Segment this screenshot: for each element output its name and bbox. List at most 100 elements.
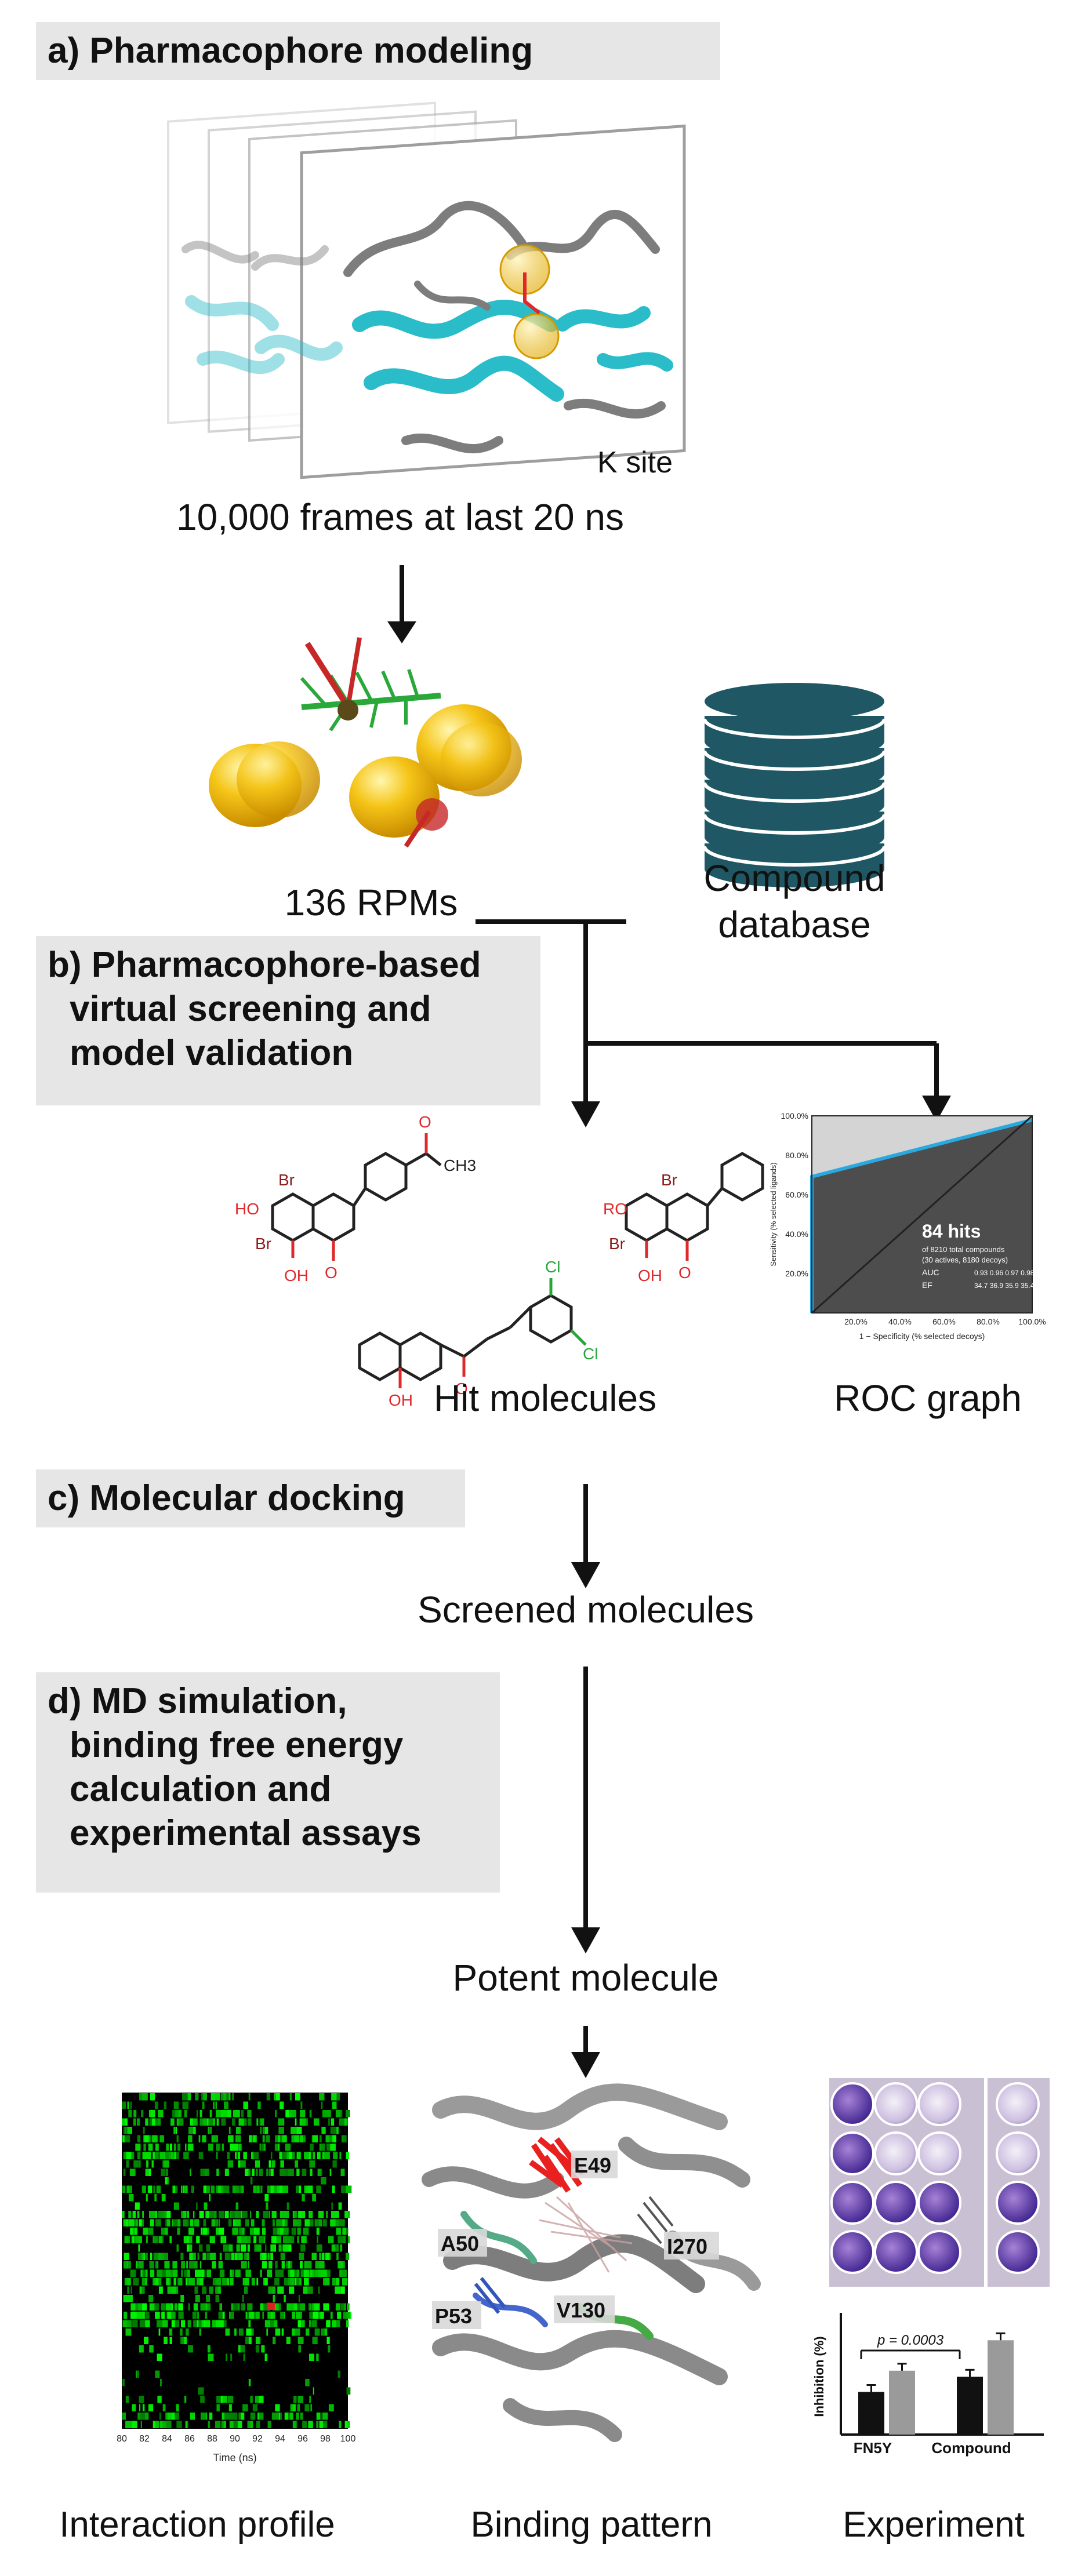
rpms-label: 136 RPMs [284, 882, 458, 923]
heatmap-cell [298, 2185, 300, 2193]
heatmap-cell [265, 2127, 268, 2134]
heatmap-cell [132, 2320, 138, 2327]
heatmap-cell [217, 2320, 219, 2327]
heatmap-cell [339, 2219, 344, 2226]
heatmap-cell [230, 2312, 233, 2319]
heatmap-cell [185, 2144, 187, 2151]
heatmap-cell [132, 2404, 136, 2411]
heatmap-xtick: 94 [275, 2434, 285, 2444]
heatmap-cell [151, 2303, 155, 2311]
heatmap-cell [139, 2261, 144, 2269]
heatmap-cell [205, 2312, 208, 2319]
heatmap-cell [207, 2345, 211, 2353]
heatmap-cell [129, 2169, 136, 2176]
heatmap-cell [311, 2303, 314, 2311]
heatmap-cell [132, 2236, 135, 2243]
heatmap-cell [177, 2228, 180, 2235]
heatmap-cell [286, 2337, 291, 2344]
heatmap-cell [256, 2278, 259, 2286]
bar [988, 2340, 1014, 2435]
heatmap-cell [284, 2219, 288, 2226]
heatmap-cell [196, 2236, 199, 2243]
heatmap-cell [255, 2312, 260, 2319]
heatmap-cell [256, 2211, 259, 2218]
heatmap-cell [279, 2185, 284, 2193]
heatmap-cell [316, 2244, 322, 2252]
heatmap-cell [332, 2160, 337, 2168]
heatmap-cell [173, 2185, 175, 2193]
heatmap-cell [161, 2303, 166, 2311]
heatmap-cell [226, 2353, 227, 2361]
heatmap-cell [241, 2185, 244, 2193]
heatmap-cell [209, 2286, 213, 2294]
heatmap-cell [332, 2135, 334, 2142]
heatmap-cell [159, 2421, 163, 2428]
heatmap-cell [180, 2253, 183, 2260]
heatmap-cell [248, 2261, 249, 2269]
heatmap-cell [290, 2278, 295, 2286]
bar [957, 2377, 983, 2435]
heatmap-cell [286, 2261, 289, 2269]
heatmap-cell [144, 2228, 149, 2235]
heatmap-cell [139, 2320, 146, 2327]
heatmap-cell [317, 2169, 321, 2176]
heatmap-cell [183, 2219, 189, 2226]
heatmap-cell [259, 2236, 264, 2243]
heatmap-cell [127, 2421, 132, 2428]
heatmap-cell [332, 2278, 336, 2286]
heatmap-cell [161, 2228, 165, 2235]
heatmap-cell [133, 2269, 136, 2277]
heatmap-cell [246, 2328, 252, 2336]
heatmap-cell [172, 2110, 176, 2117]
heatmap-cell [219, 2228, 224, 2235]
heatmap-cell [273, 2228, 278, 2235]
heatmap-cell [241, 2110, 244, 2117]
heatmap-cell [154, 2101, 158, 2109]
arrowhead [571, 1927, 600, 1953]
heatmap-cell [270, 2185, 274, 2193]
compound-db-line: database [718, 904, 871, 945]
heatmap-cell [227, 2152, 230, 2159]
heatmap-cell [286, 2303, 292, 2311]
heatmap-cell [183, 2185, 187, 2193]
heatmap-cell [266, 2135, 270, 2142]
heatmap-cell [137, 2413, 140, 2420]
heatmap-cell [314, 2269, 315, 2277]
heatmap-cell [224, 2421, 226, 2428]
well [996, 2230, 1040, 2274]
well [996, 2181, 1040, 2225]
heatmap-cell [249, 2228, 255, 2235]
heatmap-cell [150, 2269, 155, 2277]
heatmap-cell [169, 2337, 172, 2344]
heatmap-cell [328, 2404, 334, 2411]
heatmap-cell [209, 2194, 211, 2202]
heatmap-cell [297, 2320, 302, 2327]
heatmap-cell [336, 2219, 339, 2226]
heatmap-cell [321, 2101, 323, 2109]
heatmap-cell [201, 2320, 206, 2327]
atom-o: O [325, 1264, 337, 1282]
heatmap-cell [185, 2101, 188, 2109]
heatmap-cell [138, 2303, 142, 2311]
heatmap-cell [139, 2286, 145, 2294]
heatmap-cell [253, 2185, 255, 2193]
heatmap-cell [211, 2219, 214, 2226]
heatmap-cell [309, 2211, 313, 2218]
heatmap-cell [282, 2135, 287, 2142]
heatmap-cell [275, 2110, 277, 2117]
heatmap-cell [343, 2312, 349, 2319]
heatmap-cell [229, 2421, 234, 2428]
heatmap-cell [212, 2211, 217, 2218]
heatmap-cell [271, 2286, 275, 2294]
heatmap-cell [277, 2303, 280, 2311]
heatmap-cell [312, 2320, 317, 2327]
heatmap-cell [223, 2278, 228, 2286]
heatmap-cell [177, 2219, 181, 2226]
bar-category-fn5y: FN5Y [854, 2439, 892, 2457]
heatmap-cell [209, 2127, 212, 2134]
heatmap-cell [260, 2269, 262, 2277]
heatmap-cell [161, 2135, 165, 2142]
atom-o: O [678, 1264, 691, 1282]
heatmap-cell [181, 2269, 183, 2277]
heatmap-cell [140, 2312, 144, 2319]
